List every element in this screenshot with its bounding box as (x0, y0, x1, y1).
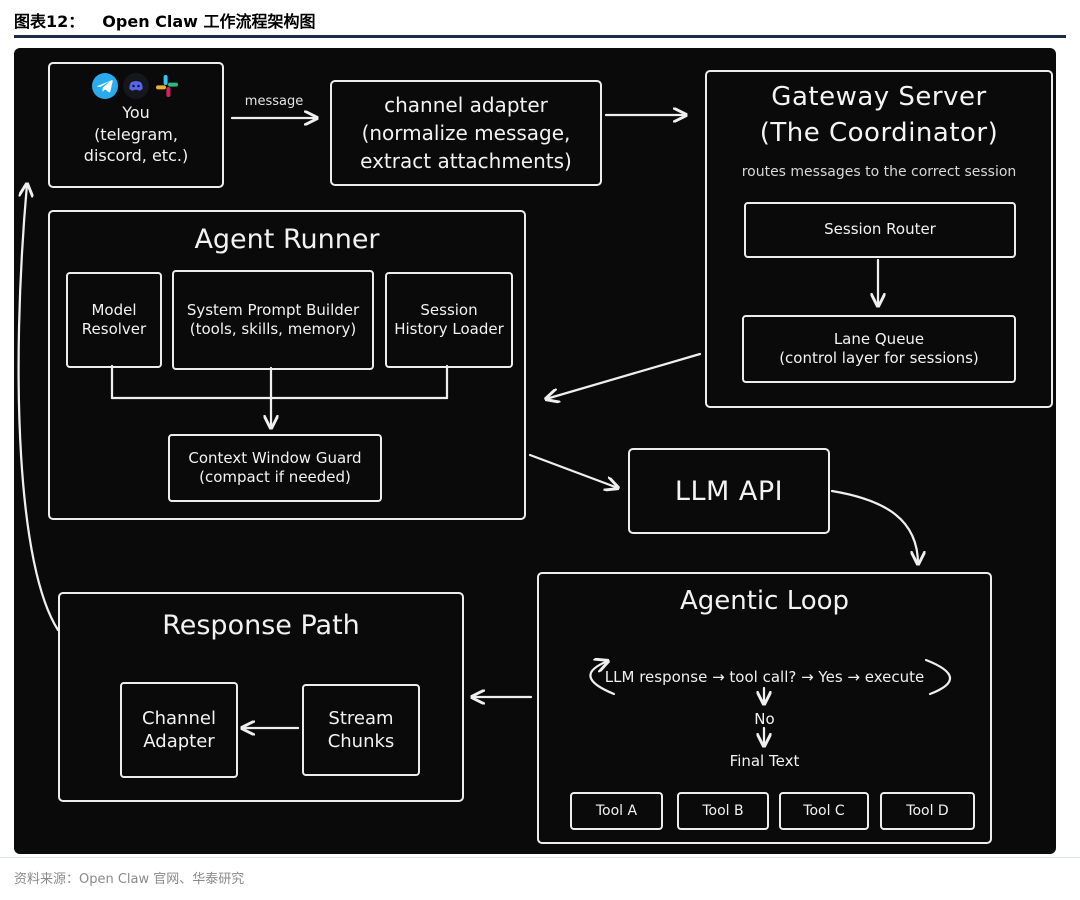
session-history-loader-label-1: Session (420, 300, 478, 319)
you-label: You (122, 103, 150, 122)
lane-queue-box: Lane Queue (control layer for sessions) (742, 315, 1016, 383)
tool-a-label: Tool A (595, 802, 638, 819)
header-rule (14, 35, 1066, 38)
response-path-box: Response Path Channel Adapter Stream Chu… (58, 592, 464, 802)
tool-a-box: Tool A (570, 792, 663, 830)
tool-d-box: Tool D (880, 792, 975, 830)
response-path-title: Response Path (162, 610, 360, 641)
session-router-label: Session Router (824, 220, 936, 239)
stream-chunks-box: Stream Chunks (302, 684, 420, 776)
gateway-server-box: Gateway Server (The Coordinator) routes … (705, 70, 1053, 408)
context-window-guard-box: Context Window Guard (compact if needed) (168, 434, 382, 502)
system-prompt-builder-label: System Prompt Builder (186, 300, 360, 319)
figure-title: Open Claw 工作流程架构图 (102, 12, 316, 31)
agentic-loop-title: Agentic Loop (679, 586, 850, 616)
gateway-subtitle: routes messages to the correct session (741, 164, 1017, 180)
gateway-title-1: Gateway Server (771, 82, 987, 112)
agent-runner-title: Agent Runner (194, 224, 380, 255)
llm-api-label: LLM API (674, 475, 784, 507)
agentic-loop-cycle-text: LLM response → tool call? → Yes → execut… (604, 668, 925, 686)
agent-runner-box: Agent Runner Model Resolver System Promp… (48, 210, 526, 520)
diagram-panel: You (telegram, discord, etc.) message ch… (14, 48, 1056, 854)
model-resolver-label-2: Resolver (81, 320, 147, 338)
no-label: No (754, 710, 775, 728)
message-arrow-label: message (244, 94, 304, 109)
you-sublabel-1: (telegram, (94, 124, 178, 144)
gateway-title-2: (The Coordinator) (759, 118, 999, 148)
figure-label: 图表12： (14, 12, 85, 31)
telegram-icon (92, 73, 118, 99)
agentic-loop-box: Agentic Loop LLM response → tool call? →… (537, 572, 992, 844)
system-prompt-builder-box: System Prompt Builder (tools, skills, me… (172, 270, 374, 370)
context-window-guard-sublabel: (compact if needed) (199, 468, 351, 486)
system-prompt-builder-sublabel: (tools, skills, memory) (189, 320, 357, 338)
tool-b-box: Tool B (677, 792, 769, 830)
channel-adapter-line-3: extract attachments) (360, 149, 572, 173)
tool-c-box: Tool C (779, 792, 869, 830)
channel-adapter-output-label-1: Channel (142, 707, 216, 729)
model-resolver-box: Model Resolver (66, 272, 162, 368)
footer-rule (0, 857, 1080, 858)
session-router-box: Session Router (744, 202, 1016, 258)
channel-adapter-output-label-2: Adapter (143, 731, 215, 752)
stream-chunks-label-1: Stream (328, 707, 394, 729)
channel-adapter-box: channel adapter (normalize message, extr… (330, 80, 602, 186)
session-history-loader-box: Session History Loader (385, 272, 513, 368)
session-history-loader-label-2: History Loader (394, 320, 504, 338)
source-note: 资料来源：Open Claw 官网、华泰研究 (14, 872, 245, 887)
you-box: You (telegram, discord, etc.) (48, 62, 224, 188)
slack-icon (156, 75, 178, 97)
channel-icons (50, 73, 222, 99)
channel-adapter-output-box: Channel Adapter (120, 682, 238, 778)
lane-queue-label: Lane Queue (833, 329, 925, 348)
model-resolver-label-1: Model (91, 300, 137, 319)
lane-queue-sublabel: (control layer for sessions) (779, 349, 979, 367)
discord-icon (123, 73, 149, 99)
tool-d-label: Tool D (906, 802, 949, 819)
figure-header: 图表12： Open Claw 工作流程架构图 (14, 8, 316, 32)
final-text-label: Final Text (729, 752, 800, 770)
llm-api-box: LLM API (628, 448, 830, 534)
stream-chunks-label-2: Chunks (327, 731, 395, 752)
context-window-guard-label: Context Window Guard (188, 448, 362, 467)
you-sublabel-2: discord, etc.) (83, 146, 189, 166)
tool-b-label: Tool B (702, 802, 744, 819)
tool-c-label: Tool C (803, 802, 845, 819)
channel-adapter-line-2: (normalize message, (361, 121, 571, 145)
channel-adapter-title: channel adapter (384, 93, 548, 117)
